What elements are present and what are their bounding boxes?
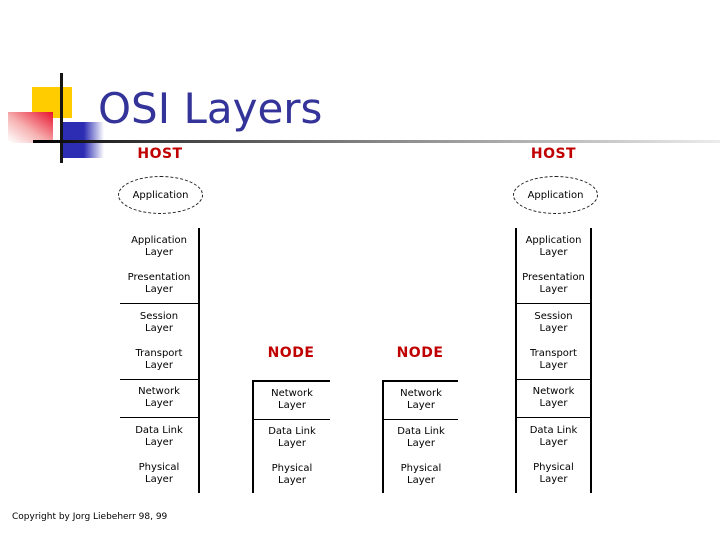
layer-name: Session: [534, 310, 573, 322]
layer-word: Layer: [278, 438, 306, 449]
layer-name: Physical: [533, 462, 574, 474]
layer-name: Network: [138, 386, 180, 398]
layer-word: Layer: [145, 284, 173, 296]
host-label: HOST: [530, 146, 577, 162]
logo-red-square: [8, 112, 53, 143]
layer-name: Presentation: [127, 272, 191, 284]
layer-name: Physical: [400, 462, 442, 474]
layer-word: Layer: [407, 438, 435, 449]
layer-name: Transport: [530, 347, 577, 359]
layer-word: Layer: [278, 474, 306, 486]
layer-word: Layer: [539, 398, 568, 410]
layer-word: Layer: [278, 400, 306, 412]
node-label: NODE: [267, 345, 315, 361]
layer-word: Layer: [145, 436, 173, 448]
logo-crosshair-vertical-line: [60, 73, 63, 163]
layer-name: Application: [131, 234, 187, 246]
title-underline-rule: [33, 140, 720, 143]
layer-name: Data Link: [135, 424, 183, 436]
layer-word: Layer: [145, 398, 173, 410]
application-oval-label: Application: [527, 189, 584, 201]
layer-word: Layer: [539, 359, 568, 371]
layer-name: Physical: [271, 462, 313, 474]
layer-name: Data Link: [268, 426, 316, 437]
layer-word: Layer: [539, 322, 568, 334]
layer-word: Layer: [539, 284, 568, 296]
layer-name: Transport: [135, 347, 183, 359]
layer-word: Layer: [145, 474, 173, 486]
layer-name: Data Link: [397, 426, 445, 437]
layer-name: Network: [400, 388, 442, 400]
layer-word: Layer: [539, 246, 568, 258]
layer-word: Layer: [407, 400, 435, 412]
host-label: HOST: [137, 146, 183, 162]
application-process-oval: Application: [513, 176, 598, 214]
layer-name: Data Link: [529, 424, 578, 436]
layer-name: Network: [271, 388, 313, 400]
layer-word: Layer: [145, 246, 173, 258]
layer-name: Session: [139, 310, 179, 322]
layer-name: Physical: [138, 462, 180, 474]
application-process-oval: Application: [118, 176, 203, 214]
layer-word: Layer: [145, 322, 173, 334]
copyright-note: Copyright by Jorg Liebeherr 98, 99: [12, 512, 168, 522]
layer-word: Layer: [407, 474, 435, 486]
layer-word: Layer: [539, 436, 568, 448]
node-label: NODE: [396, 345, 444, 361]
layer-word: Layer: [539, 474, 568, 486]
layer-word: Layer: [145, 359, 173, 371]
layer-name: Network: [532, 386, 575, 398]
layer-name: Presentation: [522, 272, 585, 284]
application-oval-label: Application: [132, 189, 189, 201]
layer-name: Application: [525, 234, 582, 246]
slide-title: OSI Layers: [98, 84, 323, 133]
